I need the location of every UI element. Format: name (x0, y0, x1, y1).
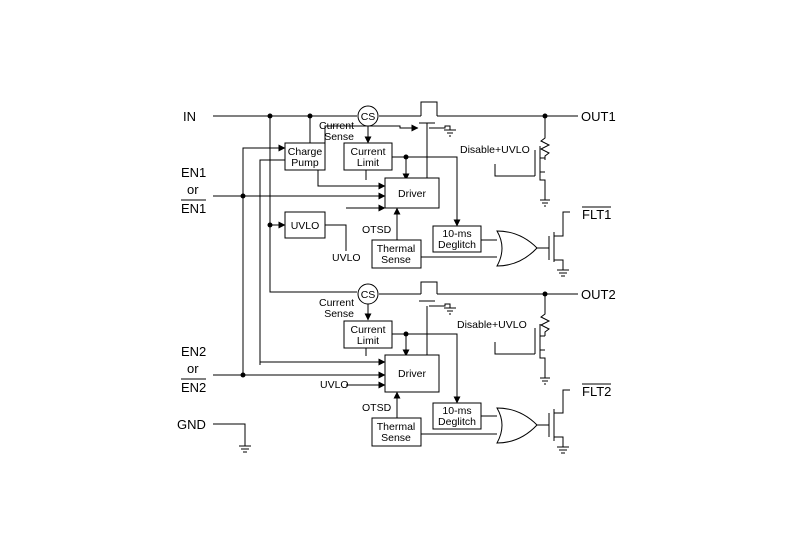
disable-uvlo-1-label: Disable+UVLO (460, 144, 530, 156)
charge-pump-line-1: Charge (288, 146, 323, 158)
uvlo-input-2-label: UVLO (320, 379, 349, 391)
charge-pump-line-2: Pump (291, 157, 319, 169)
cs-1-label: CS (361, 111, 376, 123)
current-sense-2-circle: CS (357, 283, 379, 305)
pin-in-label: IN (183, 109, 196, 124)
cs-2-label: CS (361, 289, 376, 301)
driver-1-label: Driver (398, 188, 427, 200)
uvlo-block-label: UVLO (291, 220, 320, 232)
current-sense-1-line-1: Current (319, 120, 354, 132)
pin-en1-or: or (187, 182, 199, 197)
current-sense-2-line-1: Current (319, 297, 354, 309)
current-sense-1-line-2: Sense (324, 131, 354, 143)
junction-dots (240, 113, 548, 378)
disable-uvlo-2-label: Disable+UVLO (457, 319, 527, 331)
current-sense-2-line-2: Sense (324, 308, 354, 320)
current-limit-1-line-2: Limit (357, 157, 379, 169)
driver-2-block: Driver (384, 354, 440, 393)
thermal-sense-1-block: Thermal Sense (371, 239, 422, 269)
uvlo-block: UVLO (284, 211, 326, 239)
pin-out2-label: OUT2 (581, 287, 616, 302)
deglitch-1-line-1: 10-ms (442, 228, 471, 240)
current-limit-2-line-2: Limit (357, 335, 379, 347)
current-limit-2-block: Current Limit (343, 320, 393, 349)
current-limit-1-line-1: Current (350, 146, 385, 158)
thermal-sense-2-line-1: Thermal (377, 421, 416, 433)
pin-flt1-label: FLT1 (582, 207, 611, 222)
otsd-1-label: OTSD (362, 224, 392, 236)
pin-en1-label: EN1 (181, 165, 206, 180)
pin-en2-or: or (187, 361, 199, 376)
charge-pump-block: Charge Pump (284, 142, 326, 171)
deglitch-1-line-2: Deglitch (438, 239, 476, 251)
thermal-sense-2-block: Thermal Sense (371, 417, 422, 447)
uvlo-output-label: UVLO (332, 252, 361, 264)
driver-2-label: Driver (398, 368, 427, 380)
otsd-2-label: OTSD (362, 402, 392, 414)
or-gate-1 (496, 230, 538, 267)
current-limit-1-block: Current Limit (343, 142, 393, 171)
current-limit-2-line-1: Current (350, 324, 385, 336)
current-sense-1-circle: CS (357, 105, 379, 127)
thermal-sense-1-line-1: Thermal (377, 243, 416, 255)
deglitch-2-line-1: 10-ms (442, 405, 471, 417)
pin-en2-bar-label: EN2 (181, 380, 206, 395)
pin-en1-bar-label: EN1 (181, 201, 206, 216)
pin-gnd-label: GND (177, 417, 206, 432)
deglitch-2-block: 10-ms Deglitch (432, 402, 482, 430)
pin-out1-label: OUT1 (581, 109, 616, 124)
deglitch-1-block: 10-ms Deglitch (432, 225, 482, 253)
thermal-sense-1-line-2: Sense (381, 254, 411, 266)
channel-2-wires (213, 159, 578, 454)
deglitch-2-line-2: Deglitch (438, 416, 476, 428)
thermal-sense-2-line-2: Sense (381, 432, 411, 444)
or-gate-2 (496, 407, 538, 444)
pin-en2-label: EN2 (181, 344, 206, 359)
driver-1-block: Driver (384, 177, 440, 209)
pin-flt2-label: FLT2 (582, 384, 611, 399)
